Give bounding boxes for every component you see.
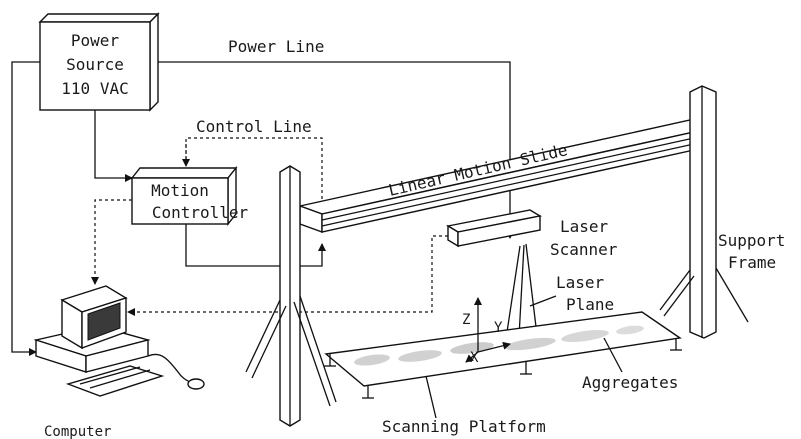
laser-scanner-carriage [446, 209, 542, 248]
scanning-platform-label: Scanning Platform [382, 417, 546, 436]
motion-controller-label-line2: Controller [152, 203, 249, 222]
support-frame-label-line2: Frame [728, 253, 776, 272]
aggregates-label: Aggregates [582, 373, 678, 392]
laser-plane-label-line1: Laser [556, 273, 605, 292]
control-line-label: Control Line [196, 117, 312, 136]
laser-plane-leader [529, 295, 557, 307]
controller-computer-link [91, 199, 132, 285]
control-line-wires [182, 137, 326, 213]
aggregates-speckle [354, 325, 644, 366]
power-source-label-line1: Power [71, 31, 120, 50]
scanner-to-computer-link [127, 235, 448, 316]
motion-controller-label-line1: Motion [151, 181, 209, 200]
coordinate-axes [465, 297, 511, 363]
controller-to-slide-wire [185, 224, 326, 267]
mouse-icon [147, 353, 205, 390]
computer-label: Computer [44, 424, 111, 439]
support-post-right [659, 85, 749, 339]
aggregates-leader [603, 337, 623, 373]
axis-z-label: Z [462, 312, 470, 328]
support-post-left [245, 165, 337, 427]
desktop-computer-icon [33, 285, 165, 397]
power-source-label-line3: 110 VAC [61, 79, 128, 98]
support-frame-label-line1: Support [718, 231, 785, 250]
laser-scanner-label-line2: Scanner [550, 240, 618, 259]
axis-y-label: Y [494, 320, 503, 336]
power-line-label: Power Line [228, 37, 324, 56]
laser-scanner-label-line1: Laser [560, 217, 609, 236]
power-source-box: Power Source 110 VAC [38, 12, 160, 112]
axis-x-label: X [470, 350, 479, 366]
laser-plane-label-line2: Plane [566, 295, 614, 314]
power-source-label-line2: Source [66, 55, 124, 74]
scanning-platform-leader [425, 375, 437, 419]
motion-controller-box: Motion Controller [130, 166, 249, 226]
linear-motion-slide [297, 119, 715, 233]
